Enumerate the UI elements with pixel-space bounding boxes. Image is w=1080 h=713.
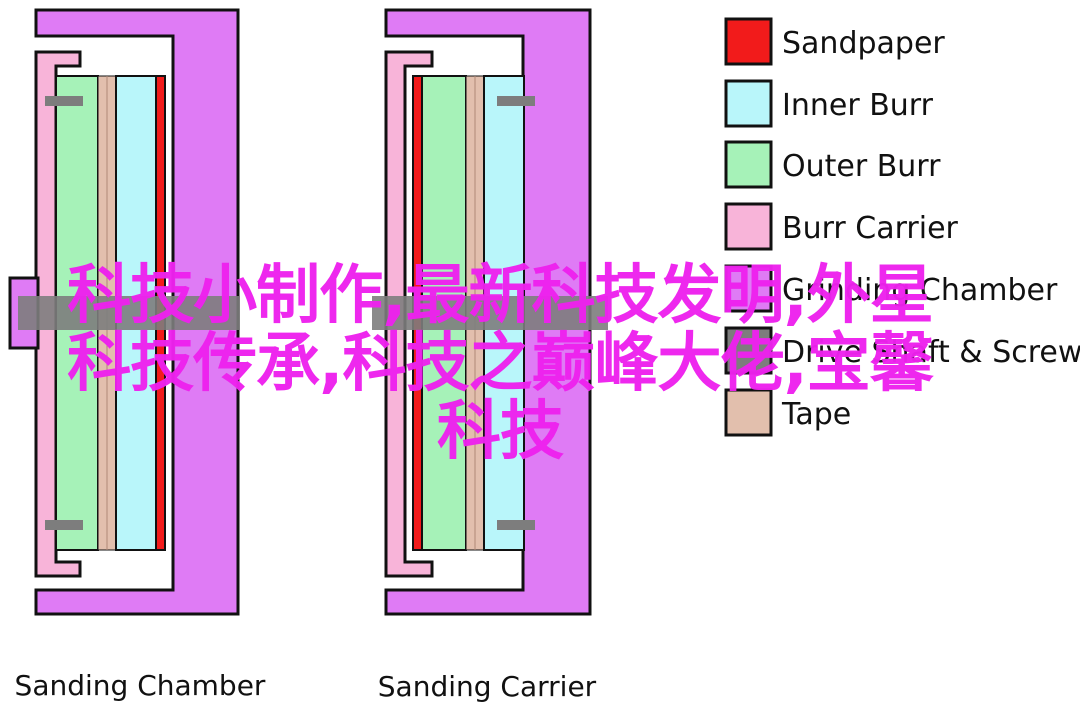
legend-item-burr-carrier: Burr Carrier xyxy=(724,202,959,251)
sanding-carrier-assembly xyxy=(372,8,608,616)
legend-swatch-drive-shaft-screws xyxy=(724,326,773,375)
left-grinding-chamber xyxy=(34,8,240,616)
caption-sanding-carrier: Sanding Carrier xyxy=(378,670,597,703)
legend-label-burr-carrier: Burr Carrier xyxy=(782,211,959,246)
legend-item-sandpaper: Sandpaper xyxy=(724,17,945,66)
left-burr-carrier xyxy=(34,50,82,578)
left-drive-shaft xyxy=(18,296,240,330)
legend-item-inner-burr: Inner Burr xyxy=(724,79,934,128)
sanding-chamber-assembly xyxy=(8,8,240,616)
right-drive-shaft xyxy=(372,296,608,330)
right-grinding-chamber xyxy=(384,8,592,616)
caption-sanding-chamber: Sanding Chamber xyxy=(15,669,266,702)
legend-swatch-grinding-chamber xyxy=(724,264,773,313)
legend-label-sandpaper: Sandpaper xyxy=(782,26,945,61)
legend: Sandpaper Inner Burr Outer Burr Burr Car… xyxy=(724,17,1080,437)
legend-swatch-inner-burr xyxy=(724,79,773,128)
right-burr-carrier xyxy=(384,50,434,578)
legend-label-outer-burr: Outer Burr xyxy=(782,149,941,184)
legend-item-tape: Tape xyxy=(724,388,851,437)
legend-label-inner-burr: Inner Burr xyxy=(782,88,934,123)
legend-label-tape: Tape xyxy=(781,397,851,432)
legend-item-drive-shaft-screws: Drive Shaft & Screws xyxy=(724,326,1080,375)
legend-item-grinding-chamber: Grinding Chamber xyxy=(724,264,1058,313)
legend-label-grinding-chamber: Grinding Chamber xyxy=(782,273,1058,308)
legend-swatch-tape xyxy=(724,388,773,437)
legend-swatch-sandpaper xyxy=(724,17,773,66)
legend-swatch-outer-burr xyxy=(724,140,773,189)
legend-swatch-burr-carrier xyxy=(724,202,773,251)
right-screw-top xyxy=(497,96,535,106)
left-screw-top xyxy=(45,96,83,106)
left-screw-bottom xyxy=(45,520,83,530)
legend-item-outer-burr: Outer Burr xyxy=(724,140,941,189)
right-screw-bottom xyxy=(497,520,535,530)
legend-label-drive-shaft-screws: Drive Shaft & Screws xyxy=(782,335,1080,370)
